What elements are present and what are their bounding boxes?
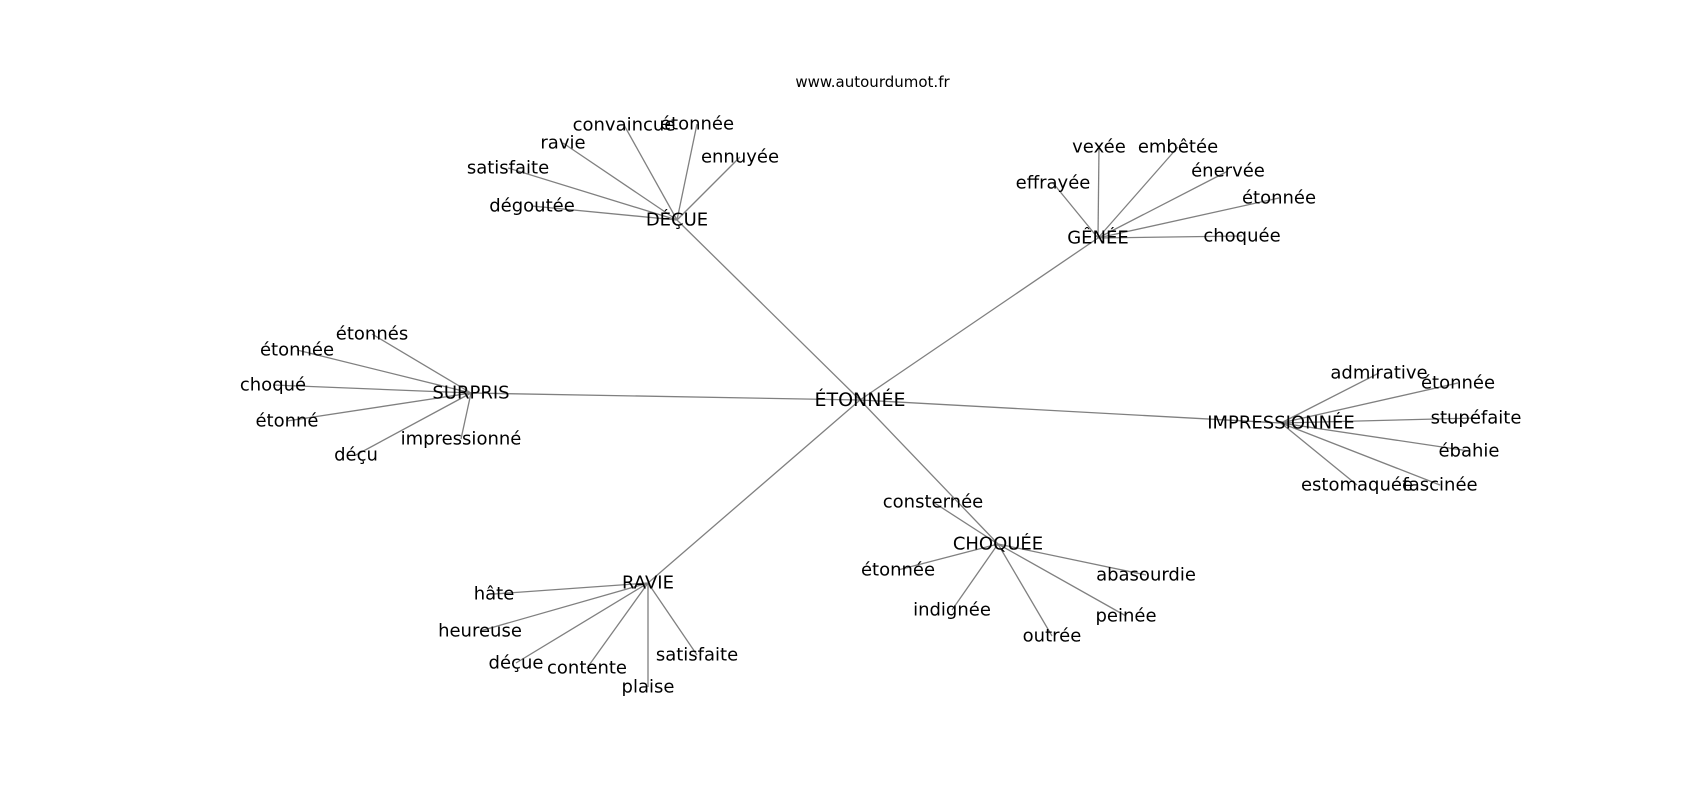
edge-center-surpris (470, 392, 861, 401)
hub-node-surpris: SURPRIS (432, 383, 509, 404)
edge-decue-leaf-1 (507, 167, 678, 221)
leaf-node-surpris-2: choqué (240, 375, 306, 396)
leaf-node-surpris-4: déçu (334, 445, 378, 466)
leaf-node-decue-0: dégoutée (489, 196, 575, 217)
leaf-node-choquee-2: indignée (913, 600, 991, 621)
edge-surpris-leaf-0 (371, 333, 472, 394)
edge-surpris-leaf-1 (296, 349, 472, 394)
edge-ravie-leaf-3 (586, 582, 649, 669)
leaf-node-genee-4: étonnée (1242, 188, 1316, 209)
leaf-node-choquee-4: peinée (1095, 606, 1156, 627)
leaf-node-choquee-0: consternée (883, 492, 983, 513)
leaf-node-genee-5: choquée (1203, 226, 1280, 247)
edge-surpris-leaf-5 (460, 392, 472, 440)
leaf-node-surpris-1: étonnée (260, 340, 334, 361)
leaf-node-impressionnee-3: ébahie (1438, 441, 1499, 462)
leaf-node-impressionnee-1: étonnée (1421, 373, 1495, 394)
edge-ravie-leaf-2 (515, 582, 649, 664)
edge-surpris-leaf-4 (355, 392, 472, 456)
hub-node-impressionnee: IMPRESSIONNÉE (1207, 412, 1355, 434)
edge-surpris-leaf-2 (272, 384, 472, 394)
edge-genee-leaf-3 (1097, 170, 1229, 239)
edge-impressionnee-leaf-5 (1280, 422, 1358, 486)
leaf-node-choquee-1: étonnée (861, 560, 935, 581)
hub-node-genee: GÊNÉE (1067, 227, 1129, 249)
edge-center-ravie (647, 399, 861, 584)
edge-impressionnee-leaf-3 (1280, 422, 1470, 452)
edge-center-impressionnee (859, 399, 1282, 424)
leaf-node-genee-1: vexée (1072, 137, 1126, 158)
edge-ravie-leaf-0 (493, 582, 649, 595)
edge-center-choquee (859, 399, 999, 545)
leaf-node-genee-3: énervée (1191, 161, 1265, 182)
leaf-node-decue-2: ravie (540, 133, 585, 154)
edge-decue-leaf-2 (562, 142, 678, 221)
leaf-node-ravie-5: satisfaite (656, 645, 738, 666)
edge-impressionnee-leaf-2 (1280, 417, 1477, 424)
edge-genee-leaf-2 (1097, 146, 1179, 239)
edge-choquee-leaf-4 (997, 543, 1127, 617)
graph-labels: ÉTONNÉE DÉÇUE dégoutée satisfaite ravieconva… (240, 114, 1522, 698)
edge-genee-leaf-1 (1097, 146, 1100, 239)
hub-node-choquee: CHOQUÉE (953, 533, 1043, 555)
edge-decue-leaf-5 (676, 156, 741, 221)
edge-choquee-leaf-5 (997, 543, 1147, 576)
leaf-node-impressionnee-5: estomaquée (1301, 475, 1413, 496)
edge-center-genee (859, 237, 1099, 401)
leaf-node-decue-4: étonnée (660, 114, 734, 135)
leaf-node-ravie-4: plaise (622, 677, 675, 698)
leaf-node-genee-0: effrayée (1016, 173, 1091, 194)
edge-choquee-leaf-2 (951, 543, 999, 611)
leaf-node-impressionnee-0: admirative (1330, 363, 1427, 384)
edge-choquee-leaf-1 (897, 543, 999, 571)
edge-choquee-leaf-3 (997, 543, 1053, 637)
leaf-node-surpris-5: impressionné (401, 429, 522, 450)
edge-decue-leaf-3 (623, 124, 678, 221)
edge-genee-leaf-0 (1052, 182, 1099, 239)
edge-ravie-leaf-1 (479, 582, 649, 632)
leaf-node-genee-2: embêtée (1138, 137, 1218, 158)
leaf-node-ravie-2: déçue (489, 653, 544, 674)
leaf-node-ravie-3: contente (547, 658, 627, 679)
leaf-node-impressionnee-2: stupéfaite (1431, 408, 1522, 429)
leaf-node-ravie-0: hâte (474, 584, 515, 605)
leaf-node-decue-1: satisfaite (467, 158, 549, 179)
edge-impressionnee-leaf-0 (1280, 372, 1380, 424)
source-url: www.autourdumot.fr (795, 73, 950, 91)
leaf-node-decue-5: ennuyée (701, 147, 779, 168)
edge-impressionnee-leaf-1 (1280, 382, 1459, 424)
edge-impressionnee-leaf-4 (1280, 422, 1441, 486)
edge-choquee-leaf-0 (932, 501, 999, 545)
leaf-node-surpris-3: étonné (255, 411, 318, 432)
leaf-node-choquee-5: abasourdie (1096, 565, 1196, 586)
edge-ravie-leaf-5 (647, 582, 698, 656)
edge-surpris-leaf-3 (286, 392, 472, 422)
edge-genee-leaf-5 (1097, 235, 1243, 239)
leaf-node-surpris-0: étonnés (336, 324, 408, 345)
center-node-label: ÉTONNÉE (814, 388, 905, 411)
edge-genee-leaf-4 (1097, 197, 1280, 239)
hub-node-decue: DÉÇUE (646, 209, 708, 231)
graph-edges (272, 123, 1477, 687)
leaf-node-decue-3: convaincue (573, 115, 676, 136)
edge-decue-leaf-4 (676, 123, 698, 221)
leaf-node-impressionnee-4: fascinée (1402, 475, 1477, 496)
edge-center-decue (676, 219, 861, 401)
leaf-node-ravie-1: heureuse (438, 621, 522, 642)
edge-decue-leaf-0 (531, 205, 678, 221)
leaf-node-choquee-3: outrée (1023, 626, 1082, 647)
hub-node-ravie: RAVIE (622, 573, 674, 594)
